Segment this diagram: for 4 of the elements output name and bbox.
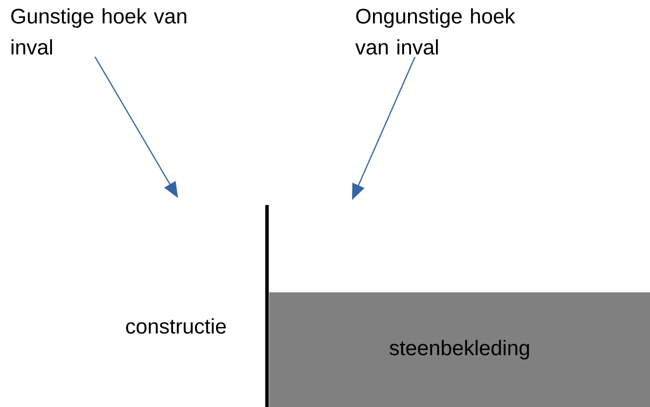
angle-label: Gunstige hoek van inval <box>11 8 186 55</box>
cladding-block: steenbekleding <box>269 292 650 407</box>
part-label: constructie <box>126 318 226 334</box>
angle-label: Ongunstige hoek van inval <box>355 8 516 55</box>
